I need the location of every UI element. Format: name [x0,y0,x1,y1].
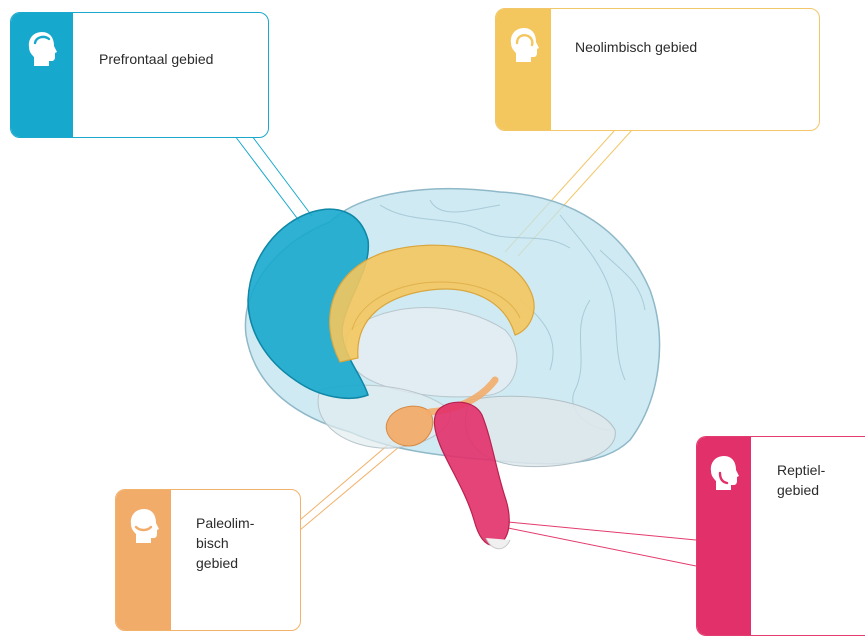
leader-reptilian [508,522,696,566]
callout-prefrontal: Prefrontaal gebied [10,12,269,138]
callout-reptilian: Reptiel- gebied [696,436,865,636]
callout-paleolimbic-tab [116,490,171,630]
callout-neolimbic: Neolimbisch gebied [495,8,820,131]
callout-neolimbic-label: Neolimbisch gebied [575,37,697,57]
head-profile-icon [127,506,161,546]
brain-illustration [245,189,659,549]
leader-prefrontal [235,136,312,222]
callout-paleolimbic-label: Paleolim- bisch gebied [196,513,254,573]
callout-reptilian-label: Reptiel- gebied [777,460,825,500]
callout-paleolimbic: Paleolim- bisch gebied [115,489,301,631]
callout-prefrontal-label: Prefrontaal gebied [99,49,213,69]
head-profile-icon [507,25,541,65]
head-profile-icon [707,453,741,493]
callout-prefrontal-tab [11,13,73,137]
callout-reptilian-tab [697,437,751,635]
head-profile-icon [25,29,59,69]
callout-neolimbic-tab [496,9,551,130]
